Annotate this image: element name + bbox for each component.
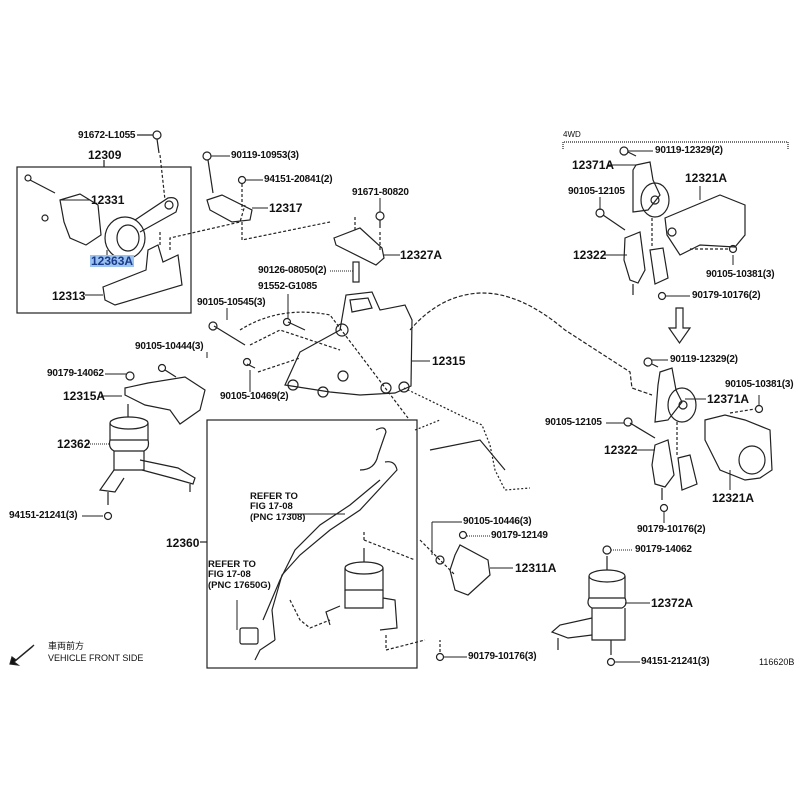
refer-note-line: REFER TO [250,491,298,502]
mount-12360 [325,530,426,651]
refer-note-line: FIG 17-08 [250,501,293,513]
refer-note-line: (PNC 17308) [250,511,306,523]
label-91552-G1085[interactable]: 91552-G1085 [258,281,317,292]
label-90105-10469[interactable]: 90105-10469(2) [220,391,289,402]
assembly-box-12360 [206,419,418,669]
figure-id: 116620B [759,657,795,667]
refer-note-line: FIG 17-08 [208,569,251,581]
bracket-12331 [59,193,102,246]
label-12360[interactable]: 12360 [166,536,200,550]
label-4wd-b-12371A[interactable]: 12371A [707,392,750,406]
label-12315[interactable]: 12315 [432,354,466,368]
bracket-12315A [124,376,206,425]
refer-note-17308[interactable]: REFER TO FIG 17-08 (PNC 17308) [250,491,306,523]
label-12362[interactable]: 12362 [57,437,91,451]
label-4wd-a-90119-12329[interactable]: 90119-12329(2) [655,145,723,156]
label-4wd-a-12322[interactable]: 12322 [573,248,607,262]
label-90105-10444[interactable]: 90105-10444(3) [135,341,204,352]
label-4wd-b-90119-12329[interactable]: 90119-12329(2) [670,354,738,365]
label-4wd-b-12322[interactable]: 12322 [604,443,638,457]
vehicle-front-en: VEHICLE FRONT SIDE [48,652,144,663]
label-94151-21241-right[interactable]: 94151-21241(3) [641,656,710,667]
label-90179-14062-right[interactable]: 90179-14062 [635,544,692,555]
mount-12362 [98,404,196,521]
bracket-12317 [206,194,253,223]
label-90179-10176-3[interactable]: 90179-10176(3) [468,651,537,662]
group-4wd-b [623,357,773,513]
label-90105-10545[interactable]: 90105-10545(3) [197,297,266,308]
label-91671-80820[interactable]: 91671-80820 [352,187,409,198]
label-12309[interactable]: 12309 [88,148,122,162]
vehicle-front-arrow-icon [9,644,35,666]
label-12313[interactable]: 12313 [52,289,86,303]
label-90179-12149[interactable]: 90179-12149 [491,530,548,541]
label-12372A[interactable]: 12372A [651,596,694,610]
label-4wd-b-90179-10176[interactable]: 90179-10176(2) [637,524,706,535]
label-4wd-a-90105-10381[interactable]: 90105-10381(3) [706,269,775,280]
label-90119-10953[interactable]: 90119-10953(3) [231,150,299,161]
label-90179-14062-left[interactable]: 90179-14062 [47,368,104,379]
label-94151-21241-left[interactable]: 94151-21241(3) [9,510,78,521]
bracket-12327A [333,227,385,266]
label-91672-L1055[interactable]: 91672-L1055 [78,130,136,141]
label-12327A[interactable]: 12327A [400,248,443,262]
hose-assembly [239,427,398,661]
label-12363A[interactable]: 12363A [90,254,135,268]
label-4wd-a-90105-12105[interactable]: 90105-12105 [568,186,625,197]
label-90105-10446[interactable]: 90105-10446(3) [463,516,532,527]
bracket-12313 [102,244,183,306]
vehicle-front-jp: 車両前方 [48,641,85,651]
label-4wd-a-12371A[interactable]: 12371A [572,158,615,172]
refer-note-line: REFER TO [208,559,256,570]
refer-note-line: (PNC 17650G) [208,579,271,591]
label-4wd-a-12321A[interactable]: 12321A [685,171,728,185]
mount-12372A [550,545,627,667]
vehicle-front-side-note: 車両前方 VEHICLE FRONT SIDE [48,641,143,664]
label-4wd-a-90179-10176[interactable]: 90179-10176(2) [692,290,761,301]
label-12317[interactable]: 12317 [269,201,303,215]
transition-arrow [667,307,692,345]
label-12331[interactable]: 12331 [91,193,125,207]
label-4wd-b-12321A[interactable]: 12321A [712,491,755,505]
bracket-12315 [284,291,413,398]
bracket-12311A [449,544,491,596]
group-4wd-a [595,146,746,301]
refer-note-17650G[interactable]: REFER TO FIG 17-08 (PNC 17650G) [208,559,271,591]
label-4wd-b-90105-10381[interactable]: 90105-10381(3) [725,379,794,390]
label-4wd: 4WD [563,130,581,139]
label-12311A[interactable]: 12311A [515,561,557,575]
bolt-91672-L1055-icon [152,130,166,201]
label-4wd-b-90105-12105[interactable]: 90105-12105 [545,417,602,428]
label-90126-08050[interactable]: 90126-08050(2) [258,265,327,276]
label-94151-20841[interactable]: 94151-20841(2) [264,174,333,185]
label-12315A[interactable]: 12315A [63,389,106,403]
